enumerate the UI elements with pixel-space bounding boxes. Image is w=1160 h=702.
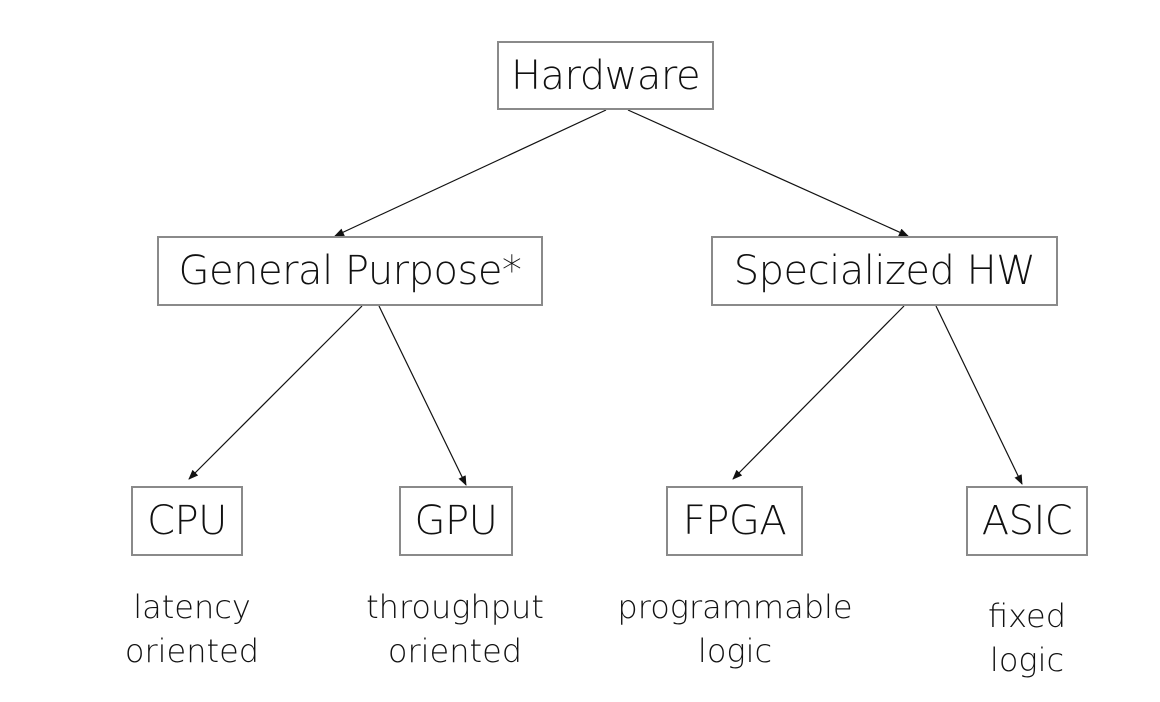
caption-cpu-line-2: oriented — [124, 632, 260, 670]
node-specialized-hw-label: Specialized HW — [733, 248, 1036, 294]
node-hardware-label: Hardware — [510, 52, 701, 99]
node-hardware: Hardware — [497, 41, 714, 110]
caption-gpu-line-1: throughput — [366, 588, 544, 626]
edge-specialized-hw-to-fpga — [732, 305, 905, 480]
caption-asic-line-2: logic — [989, 641, 1065, 679]
edge-general-purpose-to-cpu — [188, 305, 363, 480]
edge-specialized-hw-to-asic — [935, 305, 1023, 485]
node-specialized-hw: Specialized HW — [711, 236, 1058, 306]
caption-fpga-line-2: logic — [697, 632, 773, 670]
node-cpu: CPU — [131, 486, 243, 556]
node-gpu: GPU — [399, 486, 513, 556]
caption-asic: fixed logic — [966, 594, 1088, 682]
node-general-purpose: General Purpose* — [157, 236, 543, 306]
node-fpga: FPGA — [666, 486, 803, 556]
caption-gpu: throughput oriented — [355, 585, 555, 673]
node-general-purpose-label: General Purpose* — [178, 248, 522, 294]
node-asic: ASIC — [966, 486, 1088, 556]
caption-asic-line-1: fixed — [987, 597, 1067, 635]
caption-gpu-line-2: oriented — [387, 632, 523, 670]
caption-cpu-line-1: latency — [133, 588, 251, 626]
node-asic-label: ASIC — [981, 498, 1073, 544]
node-fpga-label: FPGA — [682, 498, 787, 544]
caption-fpga-line-1: programmable — [617, 588, 853, 626]
node-cpu-label: CPU — [147, 498, 227, 544]
edge-hardware-to-general-purpose — [334, 109, 607, 237]
caption-fpga: programmable logic — [605, 585, 865, 673]
node-gpu-label: GPU — [414, 498, 498, 544]
caption-cpu: latency oriented — [107, 585, 277, 673]
edge-general-purpose-to-gpu — [378, 305, 467, 486]
edge-hardware-to-specialized-hw — [627, 109, 909, 237]
